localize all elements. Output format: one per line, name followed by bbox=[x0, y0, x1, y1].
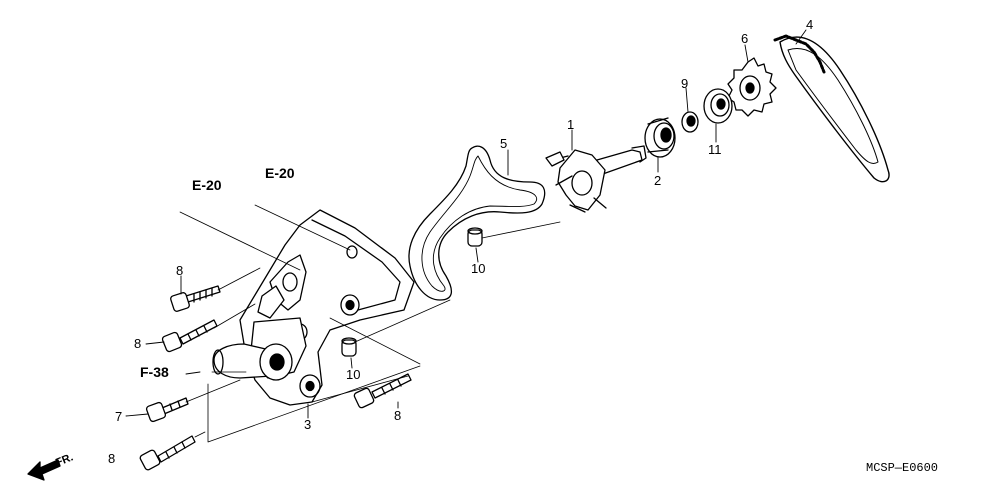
front-direction-arrow-icon bbox=[27, 459, 61, 481]
callout-8-middle: 8 bbox=[134, 336, 142, 351]
assembly-guide-lines bbox=[179, 204, 561, 443]
callout-1: 1 bbox=[567, 117, 575, 132]
bolt-7 bbox=[145, 397, 189, 423]
bolt-8-right bbox=[353, 373, 412, 409]
callout-10-upper: 10 bbox=[471, 261, 486, 276]
callout-2: 2 bbox=[654, 173, 662, 188]
callout-8-right: 8 bbox=[394, 408, 402, 423]
oil-seal bbox=[644, 117, 676, 158]
callout-7: 7 bbox=[115, 409, 123, 424]
gasket bbox=[408, 145, 546, 301]
callout-4: 4 bbox=[806, 17, 814, 32]
pump-shaft-impeller bbox=[545, 145, 647, 213]
callout-9: 9 bbox=[681, 76, 689, 91]
bolt-8-upper bbox=[170, 285, 221, 312]
callout-11: 11 bbox=[708, 142, 722, 157]
drive-chain bbox=[773, 34, 890, 183]
callout-8-lower-left: 8 bbox=[108, 451, 116, 466]
callout-10-lower: 10 bbox=[346, 367, 361, 382]
bearing bbox=[703, 88, 733, 124]
callout-3: 3 bbox=[304, 417, 312, 432]
drawing-code: MCSP—E0600 bbox=[866, 461, 939, 475]
bolt-8-middle bbox=[161, 319, 218, 353]
bolt-8-lower-left bbox=[139, 435, 196, 471]
callout-5: 5 bbox=[500, 136, 508, 151]
reference-e20-left: E-20 bbox=[192, 177, 222, 193]
callout-6: 6 bbox=[741, 31, 749, 46]
sprocket bbox=[727, 57, 777, 117]
dowel-pin-upper bbox=[467, 227, 483, 247]
reference-f38: F-38 bbox=[140, 364, 169, 380]
water-pump-cover bbox=[212, 209, 415, 406]
callout-leaders bbox=[125, 29, 807, 419]
washer bbox=[681, 111, 699, 133]
reference-e20-right: E-20 bbox=[265, 165, 295, 181]
dowel-pin-lower bbox=[341, 337, 357, 357]
callout-8-upper: 8 bbox=[176, 263, 184, 278]
